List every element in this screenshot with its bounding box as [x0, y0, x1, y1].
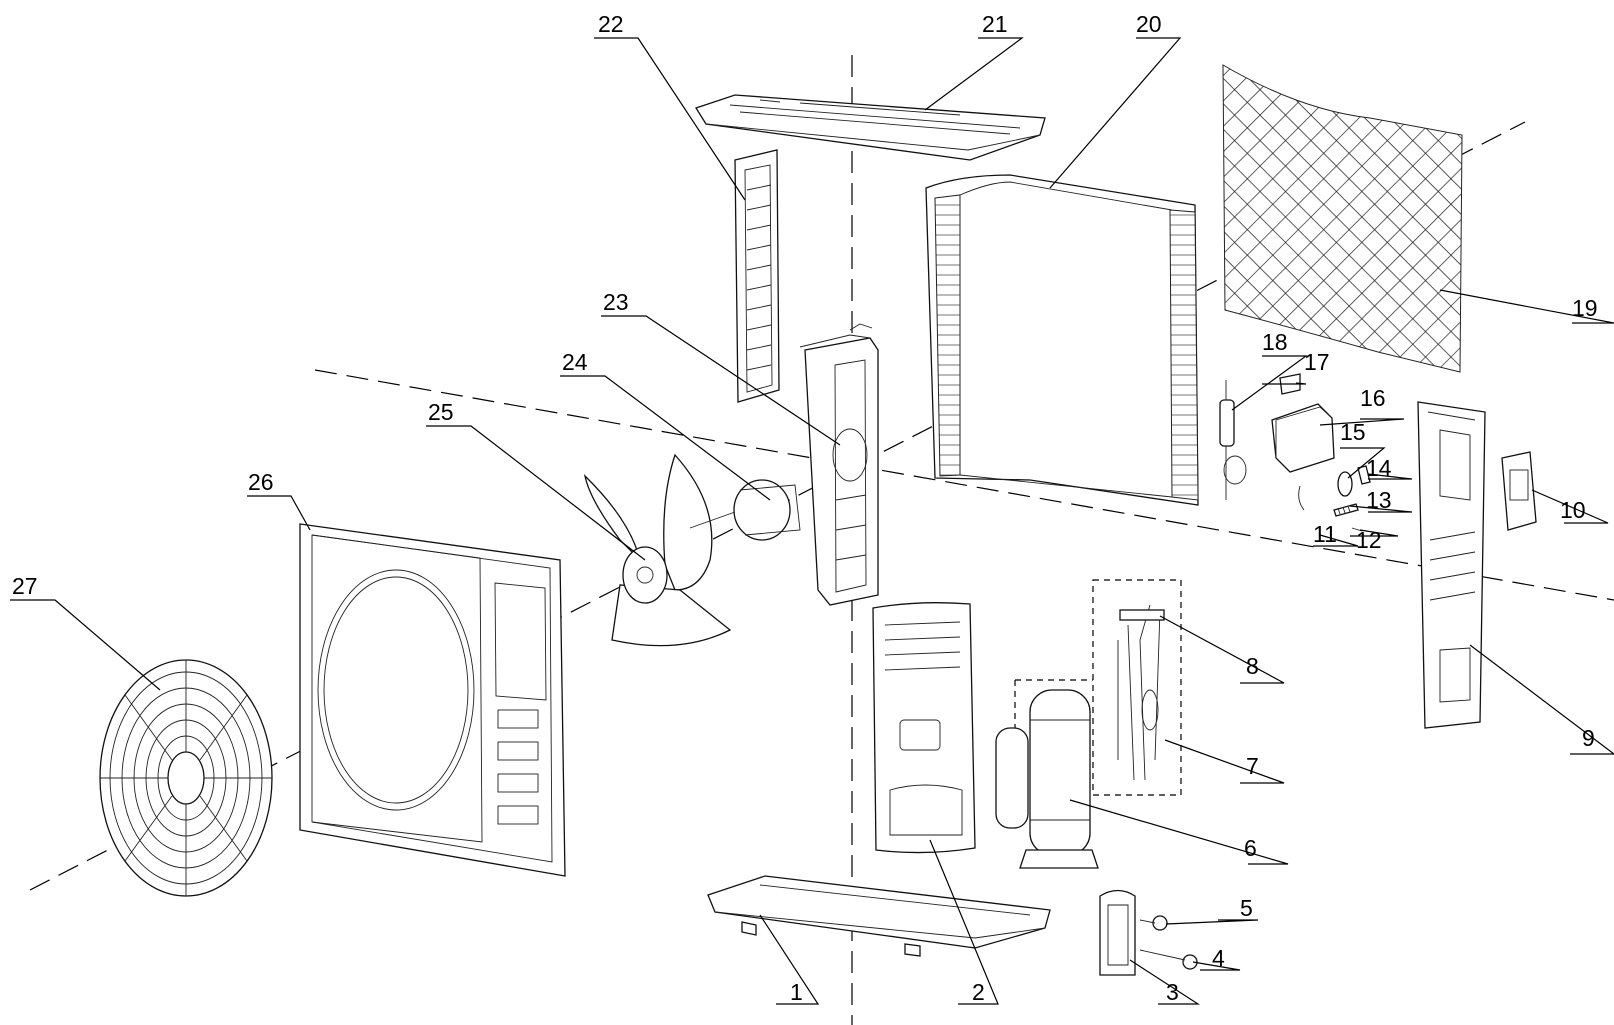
callout-16: 16 [1360, 385, 1386, 411]
part-4-valve [1139, 949, 1198, 970]
leader-lines [10, 37, 1614, 1005]
part-7-8-pipe-assembly [1092, 579, 1182, 796]
callout-labels: 1 2 3 4 5 6 7 8 9 10 11 12 13 14 15 16 1… [12, 11, 1598, 1005]
callout-11: 11 [1313, 521, 1337, 547]
callout-8: 8 [1246, 653, 1259, 679]
part-21-top-cover [695, 94, 1046, 161]
part-23-motor-bracket [799, 323, 879, 606]
callout-5: 5 [1240, 895, 1253, 921]
callout-4: 4 [1212, 945, 1225, 971]
part-15-capacitor [1337, 471, 1353, 497]
part-19-rear-wire-mesh [1222, 64, 1463, 373]
callout-26: 26 [248, 469, 274, 495]
part-10-valve-cover [1501, 451, 1537, 531]
part-9-right-side-panel [1417, 401, 1486, 729]
callout-1: 1 [790, 979, 803, 1005]
part-6-compressor [995, 679, 1099, 869]
callout-17: 17 [1304, 349, 1330, 375]
callout-23: 23 [603, 289, 629, 315]
part-5-valve [1139, 915, 1168, 931]
part-18-sensor [1219, 380, 1247, 500]
callout-10: 10 [1560, 497, 1586, 523]
part-24-fan-motor [689, 479, 801, 541]
callout-18: 18 [1262, 329, 1288, 355]
part-2-centre-partition [872, 602, 976, 854]
part-25-fan-blade [583, 453, 732, 647]
callout-15: 15 [1340, 419, 1366, 445]
part-20-condenser-coil [925, 174, 1199, 506]
part-16-electrical-box [1271, 403, 1335, 473]
callout-12: 12 [1356, 527, 1382, 553]
callout-20: 20 [1136, 11, 1162, 37]
callout-27: 27 [12, 573, 38, 599]
callout-22: 22 [598, 11, 624, 37]
callout-25: 25 [428, 399, 454, 425]
part-11-wire [1298, 485, 1305, 511]
callout-7: 7 [1246, 753, 1259, 779]
callout-24: 24 [562, 349, 588, 375]
callout-3: 3 [1166, 979, 1179, 1005]
callout-2: 2 [972, 979, 985, 1005]
part-26-front-panel [299, 523, 566, 877]
callout-9: 9 [1582, 725, 1595, 751]
callout-14: 14 [1366, 455, 1392, 481]
part-27-fan-guard [99, 659, 273, 897]
callout-6: 6 [1244, 835, 1257, 861]
part-1-base-pan [707, 875, 1051, 957]
part-22-side-grille [734, 149, 780, 403]
part-13-terminal-block [1333, 503, 1359, 517]
callout-21: 21 [982, 11, 1008, 37]
callout-19: 19 [1572, 295, 1598, 321]
part-14-terminal [1357, 465, 1371, 485]
part-3-valve-plate [1099, 889, 1136, 976]
callout-13: 13 [1366, 487, 1392, 513]
